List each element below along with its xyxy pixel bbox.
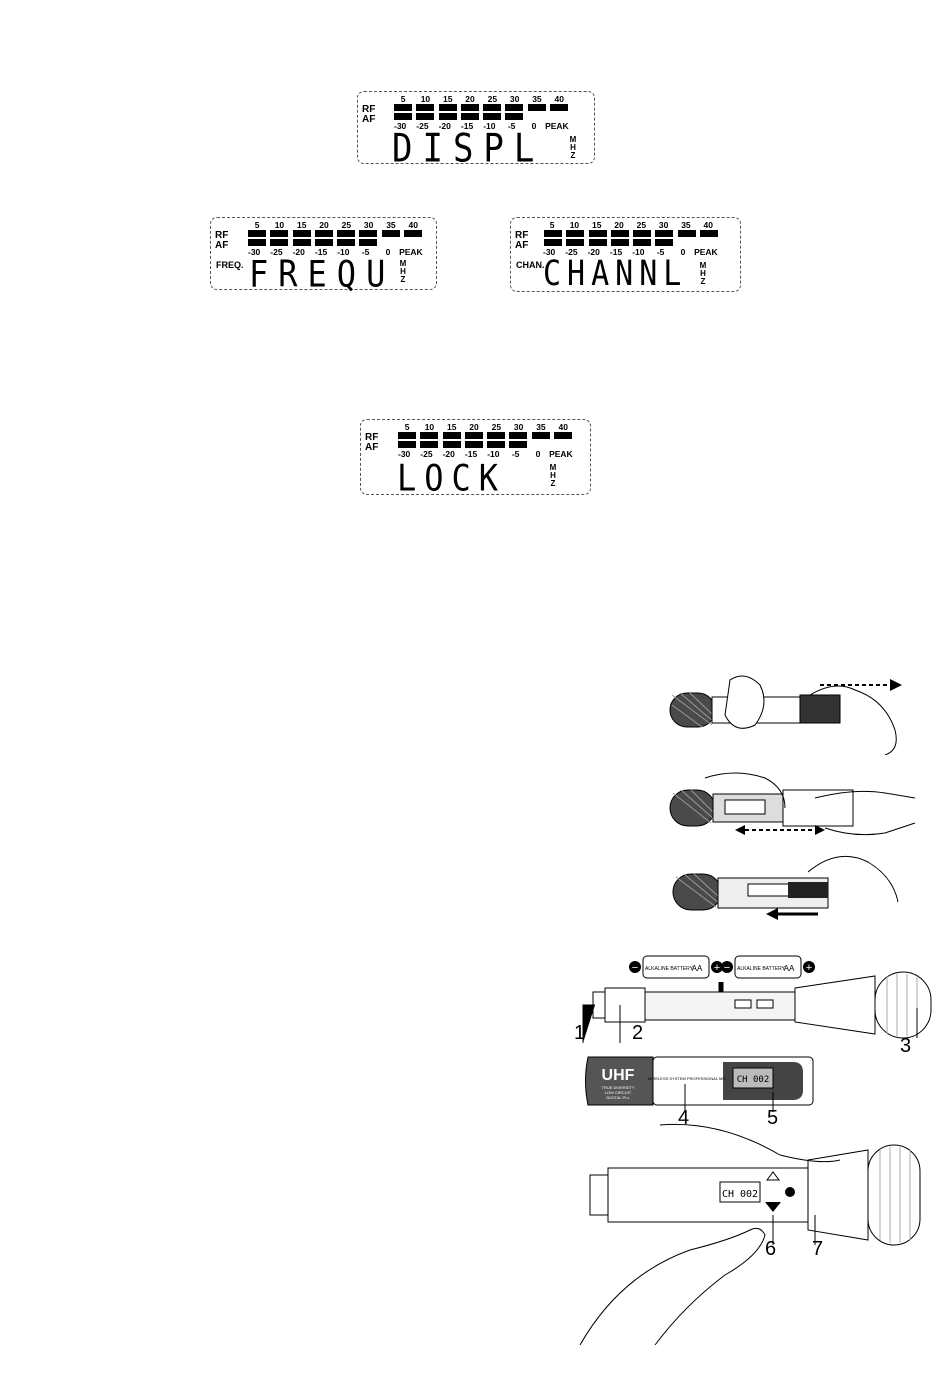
- af-label: AF: [362, 114, 376, 125]
- af-meter: [544, 239, 678, 246]
- sleeve-brand: UHF: [602, 1067, 635, 1084]
- rf-label: RF: [365, 432, 379, 443]
- lcd-main-text: DISPL: [392, 126, 545, 172]
- sleeve-band: WIRELESS SYSTEM PROFESSIONAL MIC: [648, 1076, 727, 1081]
- af-label: AF: [515, 240, 529, 251]
- callout-2: 2: [632, 1022, 644, 1044]
- af-meter: [398, 441, 532, 448]
- callout-3: 3: [900, 1035, 912, 1057]
- rf-meter: [394, 104, 572, 111]
- mode-label: CHAN.: [516, 260, 545, 270]
- plus-sign-1: +: [714, 962, 720, 974]
- rf-label: RF: [215, 230, 229, 241]
- rf-label: RF: [362, 104, 376, 115]
- callout-6: 6: [765, 1238, 777, 1260]
- lcd-main-text: CHANNL: [543, 254, 688, 295]
- battery-compartment-diagram: − + − + ALKALINE BATTERY AA ALKALINE BAT…: [582, 955, 932, 1043]
- callout-1: 1: [574, 1022, 586, 1044]
- lcd-main-text: LOCK: [397, 456, 507, 500]
- battery-label-1: ALKALINE BATTERY: [645, 966, 694, 972]
- sleeve-diagram: UHF TRUE DIVERSITY LOW CIRCUIT DIGITAL P…: [585, 1056, 814, 1112]
- insert-battery-illustration: [672, 855, 899, 920]
- af-label: AF: [215, 240, 229, 251]
- sleeve-sub-2: LOW CIRCUIT: [605, 1090, 632, 1095]
- callout-4: 4: [678, 1107, 690, 1129]
- rf-meter: [398, 432, 576, 439]
- body-display-text: CH 002: [722, 1189, 758, 1200]
- minus-sign-1: −: [632, 962, 638, 974]
- lcd-main-text: FREQU: [249, 252, 396, 296]
- sleeve-sub-3: DIGITAL PLL: [606, 1095, 630, 1100]
- battery-size-1: AA: [692, 964, 703, 973]
- callout-5: 5: [767, 1107, 779, 1129]
- callout-7: 7: [812, 1238, 824, 1260]
- minus-sign-2: −: [724, 962, 730, 974]
- sleeve-sub-1: TRUE DIVERSITY: [601, 1085, 634, 1090]
- af-label: AF: [365, 442, 379, 453]
- sleeve-display-text: CH 002: [737, 1075, 770, 1085]
- button-operation-diagram: CH 002: [579, 1123, 921, 1345]
- rf-meter: [544, 230, 722, 237]
- rf-label: RF: [515, 230, 529, 241]
- slide-sleeve-illustration: [669, 772, 916, 836]
- battery-label-2: ALKALINE BATTERY: [737, 966, 786, 972]
- battery-size-2: AA: [784, 964, 795, 973]
- plus-sign-2: +: [806, 962, 812, 974]
- af-meter: [394, 113, 528, 120]
- rf-meter: [248, 230, 426, 237]
- af-meter: [248, 239, 382, 246]
- remove-sleeve-illustration: [669, 675, 902, 755]
- mode-label: FREQ.: [216, 260, 244, 270]
